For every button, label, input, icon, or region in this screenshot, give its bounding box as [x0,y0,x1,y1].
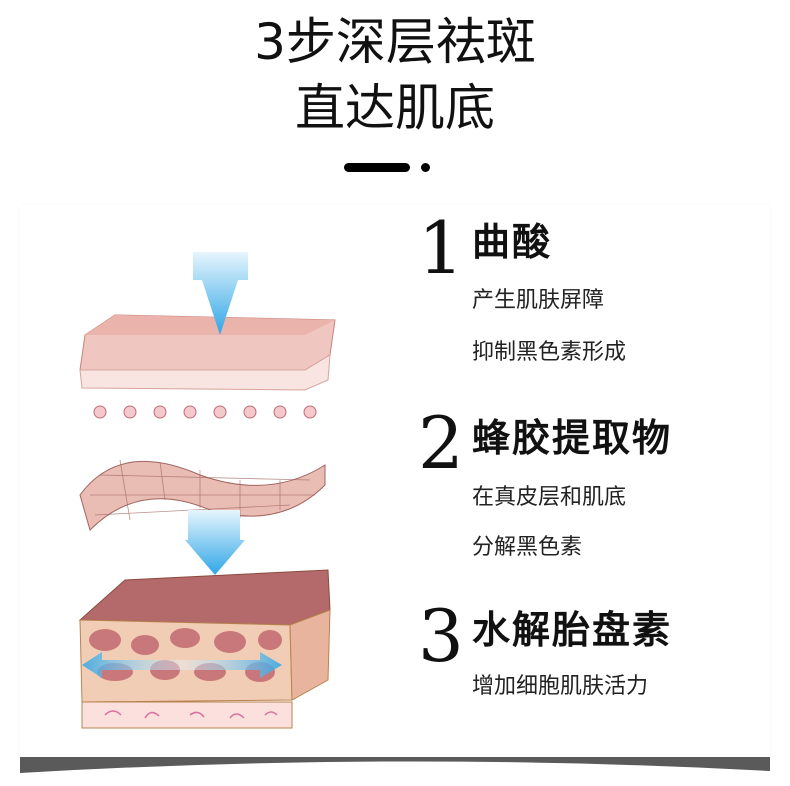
step-3-title: 水解胎盘素 [472,608,673,652]
step-1-title: 曲酸 [472,220,553,264]
title-line-1: 3步深层祛斑 [254,13,536,71]
step-2-line-2: 分解黑色素 [472,535,583,560]
dermis-layer [79,459,326,531]
down-arrow-icon [193,252,248,335]
skin-layers-illustration [78,252,336,729]
step-1-line-1: 产生肌肤屏障 [472,288,605,313]
step-1-number: 1 [418,206,464,290]
step-2-number: 2 [418,401,464,485]
down-arrow-icon [185,510,245,575]
bottom-curved-bar [20,757,770,773]
divider-dot [421,163,430,172]
epidermis-layer [79,314,336,419]
step-2-line-1: 在真皮层和肌底 [472,485,627,510]
subcutaneous-layer [78,569,331,729]
divider-dash [344,163,410,172]
title-line-2: 直达肌底 [295,79,495,137]
step-2-title: 蜂胶提取物 [472,416,673,460]
step-3-line-1: 增加细胞肌肤活力 [472,674,649,699]
step-1-line-2: 抑制黑色素形成 [472,340,627,365]
step-3-number: 3 [418,594,464,678]
horizontal-arrows-icon [82,652,282,678]
